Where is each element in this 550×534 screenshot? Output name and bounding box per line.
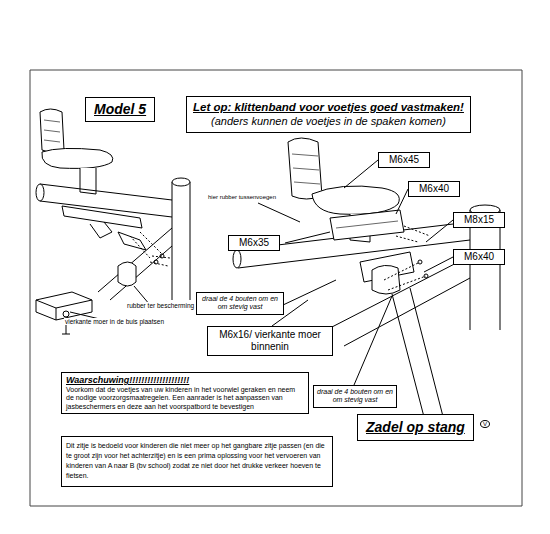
- text-box: M6x45: [378, 152, 430, 168]
- text-box: M8x15: [453, 212, 505, 228]
- text-box: Dit zitje is bedoeld voor kinderen die n…: [61, 436, 333, 487]
- box-text: Zadel op stang: [366, 419, 465, 436]
- text-box: Waarschuwing!!!!!!!!!!!!!!!!!!!!Voorkom …: [61, 372, 309, 414]
- box-text: M8x15: [464, 214, 494, 226]
- box-text: draai de 4 bouten om en om stevig vast: [317, 388, 393, 405]
- text-box: Let op: klittenband voor voetjes goed va…: [186, 96, 471, 133]
- part-label: rubber ter bescherming: [126, 302, 195, 309]
- text-box: Model 5: [85, 97, 155, 122]
- part-label: vierkante moer in de buis plaatsen: [64, 318, 165, 325]
- text-box: draai de 4 bouten om en om stevig vast: [313, 385, 397, 408]
- text-box: Zadel op stang: [357, 414, 474, 441]
- text-box: M6x40: [408, 181, 460, 197]
- text-box: M6x16/ vierkante moer binnenin: [207, 326, 333, 356]
- box-text: M6x40: [464, 251, 494, 263]
- text-box: M6x35: [228, 235, 280, 251]
- box-text: Voorkom dat de voetjes van uw kinderen i…: [66, 386, 304, 411]
- box-text: Dit zitje is bedoeld voor kinderen die n…: [66, 441, 328, 482]
- text-box: draai de 4 bouten om en om stevig vast: [196, 292, 284, 315]
- box-text: M6x45: [389, 154, 419, 166]
- box-text: (anders kunnen de voetjes in de spaken k…: [193, 115, 464, 128]
- box-text: Let op: klittenband voor voetjes goed va…: [193, 101, 464, 115]
- box-text: M6x35: [239, 237, 269, 249]
- box-text: M6x16/ vierkante moer binnenin: [212, 329, 328, 353]
- box-text: Waarschuwing!!!!!!!!!!!!!!!!!!!!: [66, 375, 304, 386]
- box-text: M6x40: [419, 183, 449, 195]
- box-text: draai de 4 bouten om en om stevig vast: [200, 295, 280, 312]
- part-label: hier rubber tussenvoegen: [207, 194, 277, 200]
- text-box: M6x40: [453, 249, 505, 265]
- box-text: Model 5: [94, 101, 146, 118]
- version-mark: V: [480, 420, 490, 428]
